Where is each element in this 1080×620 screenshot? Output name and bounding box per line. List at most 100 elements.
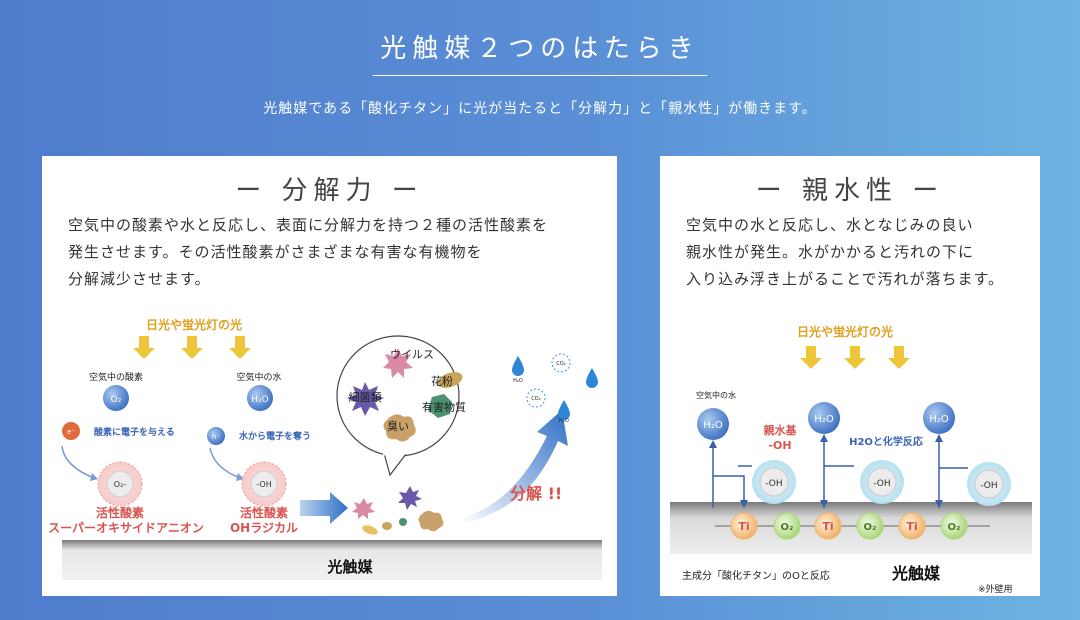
attack-arrow: [300, 492, 348, 524]
oxygen-label: 空気中の酸素: [89, 371, 143, 383]
h2o-molecule-2: [808, 402, 840, 434]
electron-path-arrow: [61, 445, 95, 479]
electron-particle: [62, 422, 80, 440]
component-note: 主成分「酸化チタン」のOと反応: [682, 569, 830, 582]
output-h2o-1: H₂O: [513, 378, 523, 384]
h2o-text-3: H₂O: [929, 414, 949, 425]
arrowhead-2-down: [820, 500, 828, 508]
hole-particle: [207, 427, 225, 445]
arrowhead-1-up: [709, 440, 717, 448]
page-subtitle: 光触媒である「酸化チタン」に光が当たると「分解力」と「親水性」が働きます。: [263, 101, 817, 117]
decompose-arrow: [462, 410, 568, 524]
hydro-light-arrows: [800, 346, 910, 369]
odor-icon: [383, 414, 416, 442]
wall-note: ※外壁用: [978, 583, 1013, 595]
o2-molecule: [103, 385, 129, 411]
o-atom-3: [940, 512, 968, 540]
bubble-tail: [383, 452, 407, 477]
photocatalyst-surface: [62, 540, 602, 580]
h2o-text: H₂O: [251, 395, 268, 405]
odor-label: 臭い: [387, 419, 409, 433]
decompose-label: 分解 !!: [510, 484, 562, 503]
h2o-text-2: H₂O: [814, 414, 834, 425]
harmful-substance-icon: [428, 394, 452, 418]
hydrophilic-heading: ー 親水性 ー: [755, 176, 945, 206]
active-oxygen-1-line2: スーパーオキサイドアニオン: [48, 521, 204, 535]
oh-molecule-3: [974, 469, 1004, 499]
light-arrow-2: [181, 336, 203, 359]
hydro-water-label: 空気中の水: [696, 390, 736, 400]
arrowhead-3-down: [935, 500, 943, 508]
ti-text-3: Ti: [906, 520, 917, 533]
co2-text-2: CO₂: [531, 396, 540, 402]
virus-icon: [383, 348, 413, 378]
arrowhead-3-up: [935, 434, 943, 442]
decomposed-fragments: [352, 486, 444, 535]
o-text-1: O₂: [781, 522, 794, 533]
hydro-light-arrow-2: [844, 346, 866, 369]
hole-path-arrowhead: [236, 473, 244, 481]
hydrophilic-group-line2: -OH: [768, 439, 791, 452]
decomposition-diagram: 光触媒 日光や蛍光灯の光 空気中の酸素 O₂ e⁻ 酸素に電子を与える O₂- …: [48, 317, 602, 580]
h2o-molecule-3: [923, 402, 955, 434]
fragment-virus: [352, 498, 375, 519]
hydro-light-arrow-3: [888, 346, 910, 369]
ti-atom-1: [730, 512, 758, 540]
water-drop-icon-1: [512, 356, 524, 376]
h2o-text-1: H₂O: [703, 420, 723, 431]
pollen-label: 花粉: [431, 375, 453, 388]
electron-path-arrowhead: [90, 473, 98, 481]
oh-ring: [241, 461, 287, 507]
light-arrow-3: [229, 336, 251, 359]
ti-atom-3: [898, 512, 926, 540]
fragment-pollen-1: [362, 525, 378, 535]
connector-arrowheads: [709, 434, 943, 508]
electron-text: e⁻: [67, 428, 75, 436]
ti-atom-2: [814, 512, 842, 540]
title-underline: [373, 75, 707, 76]
oh-text-1: -OH: [765, 479, 782, 489]
surface-label: 光触媒: [326, 558, 373, 576]
fragment-odor: [418, 510, 444, 532]
oh-molecule-1: [759, 467, 789, 497]
harmful-label: 有害物質: [422, 400, 466, 414]
water-drop-icon-3: [558, 400, 570, 420]
co2-bubble-2: [526, 388, 546, 408]
o2-minus-ring: [97, 461, 143, 507]
bubble-tail-joint: [382, 451, 407, 456]
arrowhead-2-up: [820, 434, 828, 442]
oh-molecule: [250, 470, 278, 498]
o2-minus-text: O₂-: [114, 480, 127, 489]
reaction-label: H2Oと化学反応: [849, 435, 923, 448]
hydrophilic-group-line1: 親水基: [764, 423, 798, 437]
fragment-pollen-2: [382, 522, 392, 530]
co2-text-1: CO₂: [556, 361, 565, 367]
hole-text: h⁺: [212, 433, 220, 441]
ti-text-2: Ti: [822, 520, 833, 533]
oh-molecule-2: [867, 467, 897, 497]
h2o-molecule: [247, 385, 273, 411]
hydro-light-arrow-1: [800, 346, 822, 369]
o-atom-2: [856, 512, 884, 540]
hydrophilic-description: 空気中の水と反応し、水となじみの良い 親水性が発生。水がかかると汚れの下に 入り…: [686, 216, 1005, 288]
hole-path-arrow: [209, 447, 241, 479]
virus-label: ウイルス: [390, 348, 434, 361]
hydro-light-label: 日光や蛍光灯の光: [797, 324, 893, 339]
active-oxygen-1-line1: 活性酸素: [96, 505, 144, 520]
light-label: 日光や蛍光灯の光: [146, 317, 242, 332]
light-arrows: [133, 336, 251, 359]
water-label: 空気中の水: [236, 371, 281, 383]
hydro-surface-label: 光触媒: [891, 564, 941, 583]
atom-row: Ti O₂ Ti O₂ Ti O₂: [730, 512, 968, 540]
o-text-3: O₂: [948, 522, 961, 533]
decomposition-card: ー 分解力 ー 空気中の酸素や水と反応し、表面に分解力を持つ２種の活性酸素を 発…: [42, 156, 617, 596]
arrowhead-1-down: [740, 500, 748, 508]
active-oxygen-2-line1: 活性酸素: [240, 505, 288, 520]
h2o-molecule-1: [697, 408, 729, 440]
active-oxygen-2-line2: OHラジカル: [230, 521, 298, 535]
pollen-icon: [437, 372, 463, 388]
take-electron-label: 水から電子を奪う: [239, 430, 311, 442]
o2-text: O₂: [111, 395, 122, 405]
ti-text-1: Ti: [738, 520, 749, 533]
o-text-2: O₂: [864, 522, 877, 533]
